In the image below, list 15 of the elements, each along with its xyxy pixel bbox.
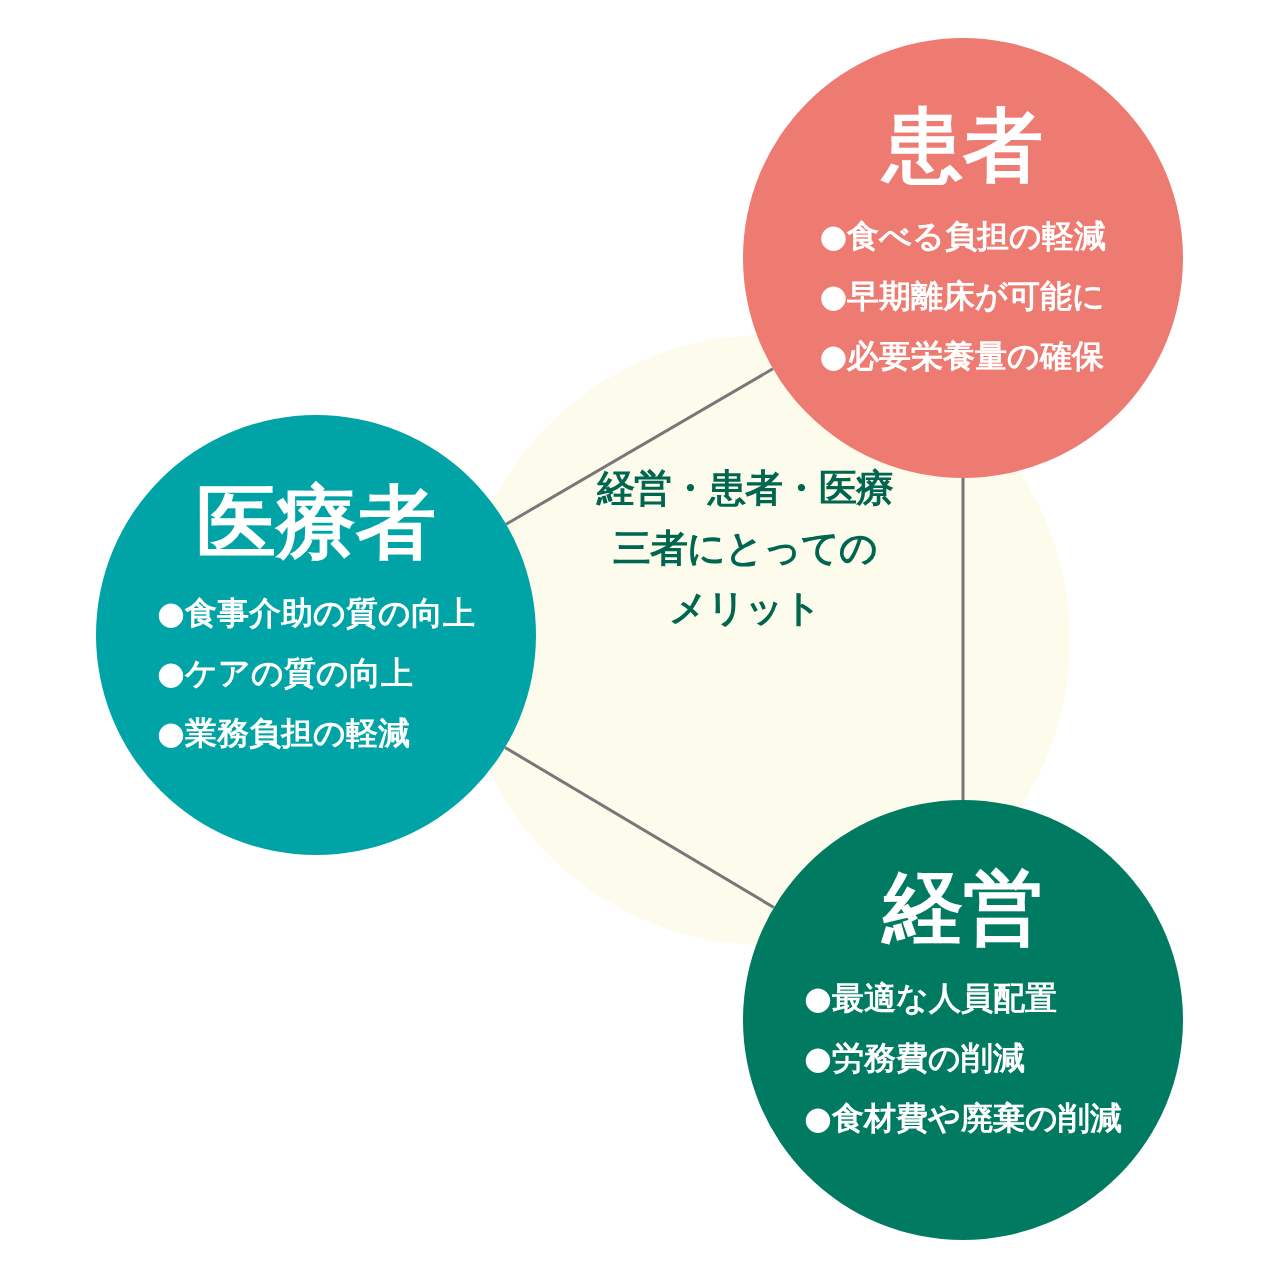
bullet-item: ●業務負担の軽減	[157, 717, 411, 749]
center-title: 経営・患者・医療三者にとってのメリット	[597, 465, 893, 632]
bullet-item: ●必要栄養量の確保	[819, 340, 1106, 372]
bullet-item: ●最適な人員配置	[804, 982, 1058, 1014]
bullet-item: ●食事介助の質の向上	[157, 597, 475, 629]
circle-heading: 経営	[883, 868, 1043, 948]
connector-line	[504, 746, 775, 909]
bullet-item: ●早期離床が可能に	[819, 280, 1107, 312]
bullet-item: ●ケアの質の向上	[157, 657, 414, 689]
bullet-item: ●食べる負担の軽減	[819, 220, 1107, 252]
connector-line	[505, 367, 774, 526]
circle-heading: 医療者	[196, 483, 436, 563]
bullet-item: ●食材費や廃棄の削減	[804, 1102, 1122, 1134]
bullet-item: ●労務費の削減	[804, 1042, 1026, 1074]
connector-line	[961, 478, 965, 800]
